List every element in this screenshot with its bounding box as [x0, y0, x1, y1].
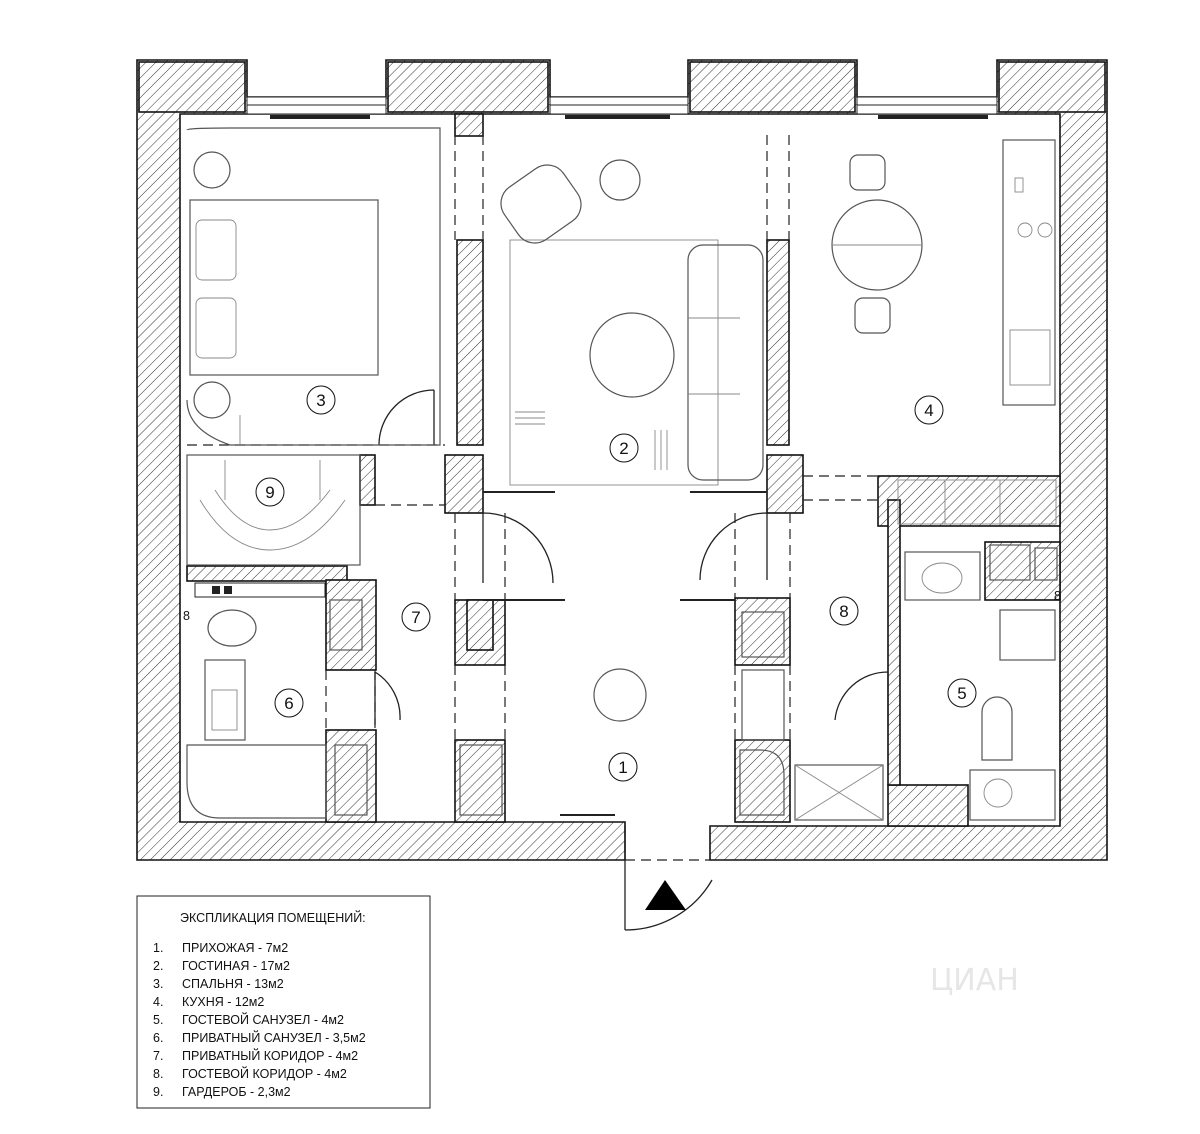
svg-text:9: 9	[265, 483, 274, 502]
svg-text:7: 7	[411, 608, 420, 627]
room-label-5: 5	[947, 678, 977, 708]
interior-walls	[186, 113, 1061, 827]
riser-label-right: 8	[1054, 589, 1061, 603]
corridor-storage	[459, 611, 884, 821]
legend-item-num: 9.	[153, 1085, 163, 1099]
room-label-2: 2	[609, 433, 639, 463]
legend-item-text: ГОСТИНАЯ - 17м2	[182, 959, 290, 973]
legend: ЭКСПЛИКАЦИЯ ПОМЕЩЕНИЙ: 1. ПРИХОЖАЯ - 7м2…	[136, 895, 431, 1109]
room-label-4: 4	[914, 395, 944, 425]
guest-bathroom-fixtures	[904, 544, 1058, 821]
dressing-room	[186, 454, 361, 566]
legend-item-num: 8.	[153, 1067, 163, 1081]
bedroom-furniture	[186, 127, 441, 446]
legend-item-text: ПРИХОЖАЯ - 7м2	[182, 941, 288, 955]
room-numbers: 1 2 3 4 5 6 7 8	[183, 385, 1061, 782]
windows	[246, 96, 998, 119]
private-bathroom-fixtures	[186, 582, 368, 819]
legend-item-num: 4.	[153, 995, 163, 1009]
legend-item-text: ПРИВАТНЫЙ КОРИДОР - 4м2	[182, 1048, 358, 1063]
legend-title: ЭКСПЛИКАЦИЯ ПОМЕЩЕНИЙ:	[180, 910, 366, 925]
entry-arrow-icon	[645, 880, 686, 910]
svg-text:8: 8	[839, 602, 848, 621]
svg-text:2: 2	[619, 439, 628, 458]
svg-text:6: 6	[284, 694, 293, 713]
legend-item-text: КУХНЯ - 12м2	[182, 995, 264, 1009]
svg-text:3: 3	[316, 391, 325, 410]
legend-item-text: СПАЛЬНЯ - 13м2	[182, 977, 284, 991]
svg-text:5: 5	[957, 684, 966, 703]
room-label-8: 8	[829, 596, 859, 626]
room-label-9: 9	[255, 477, 285, 507]
room-label-1: 1	[608, 752, 638, 782]
legend-items: 1. ПРИХОЖАЯ - 7м2 2. ГОСТИНАЯ - 17м2 3. …	[153, 941, 366, 1099]
legend-item-text: ГОСТЕВОЙ КОРИДОР - 4м2	[182, 1066, 347, 1081]
doors	[374, 389, 889, 931]
watermark: ЦИАН	[930, 963, 1019, 998]
riser-label-left: 8	[183, 609, 190, 623]
legend-item-num: 3.	[153, 977, 163, 991]
legend-item-num: 6.	[153, 1031, 163, 1045]
outer-walls	[136, 59, 1108, 861]
legend-item-num: 5.	[153, 1013, 163, 1027]
legend-item-text: ГОСТЕВОЙ САНУЗЕЛ - 4м2	[182, 1012, 344, 1027]
legend-item-num: 2.	[153, 959, 163, 973]
svg-text:1: 1	[618, 758, 627, 777]
legend-item-text: ГАРДЕРОБ - 2,3м2	[182, 1085, 291, 1099]
room-label-7: 7	[401, 602, 431, 632]
svg-text:4: 4	[924, 401, 933, 420]
legend-item-num: 7.	[153, 1049, 163, 1063]
legend-box	[136, 895, 431, 1109]
room-label-3: 3	[306, 385, 336, 415]
legend-item-num: 1.	[153, 941, 163, 955]
living-room-furniture	[500, 159, 764, 486]
room-label-6: 6	[274, 688, 304, 718]
kitchen-furniture	[831, 139, 1057, 525]
legend-item-text: ПРИВАТНЫЙ САНУЗЕЛ - 3,5м2	[182, 1030, 366, 1045]
